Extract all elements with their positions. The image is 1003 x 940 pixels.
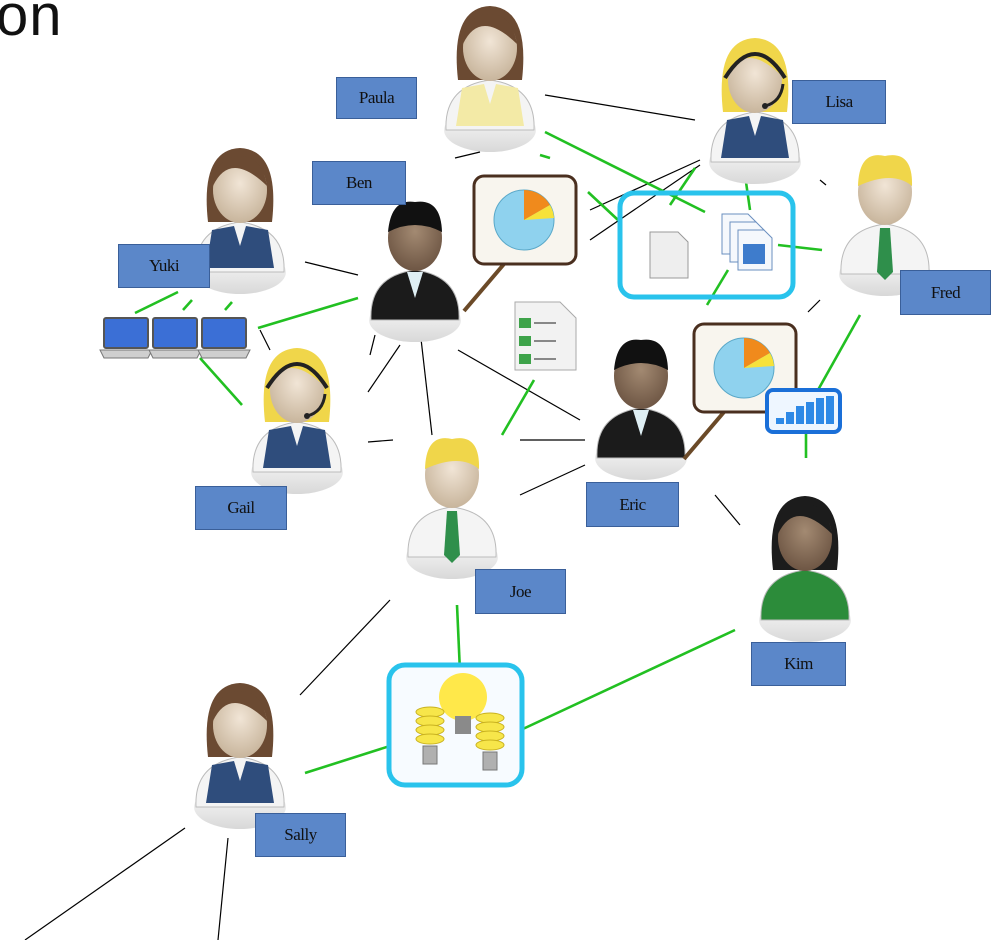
label-paula: Paula [336,77,417,119]
person-kim [759,496,851,642]
person-lisa [709,38,801,184]
laptops [99,317,251,359]
label-lisa: Lisa [792,80,886,124]
person-gail [251,348,343,494]
person-eric [595,339,687,480]
page-title-fragment: on [0,0,63,48]
checklist-document-icon [514,301,577,371]
label-joe: Joe [475,569,566,614]
label-kim: Kim [751,642,846,686]
label-eric: Eric [586,482,679,527]
laptop-icon [148,317,202,359]
bar-chart-icon [765,388,842,434]
person-fred [839,155,931,296]
light-bulb-icon [386,662,525,788]
label-fred: Fred [900,270,991,315]
person-paula [444,6,536,152]
person-joe [406,438,498,579]
label-sally: Sally [255,813,346,857]
person-sally [194,683,286,829]
label-yuki: Yuki [118,244,210,288]
laptop-icon [99,317,153,359]
person-ben [369,201,461,342]
person-links [24,94,827,940]
label-gail: Gail [195,486,287,530]
laptop-icon [197,317,251,359]
label-ben: Ben [312,161,406,205]
person-yuki [194,148,286,294]
ben-pie-chart-board-icon [462,174,578,313]
documents-icon [617,190,796,300]
